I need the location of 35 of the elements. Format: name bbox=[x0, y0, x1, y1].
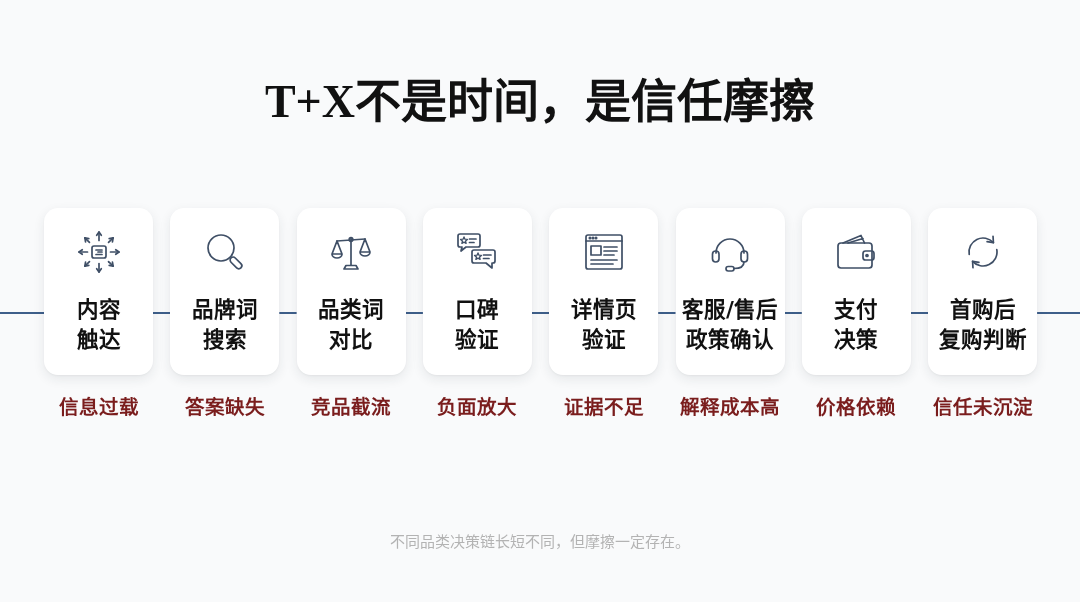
friction-label: 答案缺失 bbox=[184, 396, 265, 420]
step-label: 详情页验证 bbox=[570, 296, 637, 354]
step-card bbox=[422, 208, 532, 375]
friction-label: 信息过载 bbox=[58, 396, 139, 420]
friction-label: 竞品截流 bbox=[311, 396, 392, 420]
step-card bbox=[928, 208, 1038, 375]
connector-line bbox=[0, 312, 45, 314]
step-card bbox=[801, 208, 911, 375]
step-card bbox=[170, 208, 280, 375]
friction-label: 价格依赖 bbox=[816, 396, 897, 420]
connector-line bbox=[909, 312, 930, 314]
title: T+X不是时间，是信任摩擦 bbox=[264, 75, 816, 129]
friction-label: 证据不足 bbox=[563, 396, 644, 420]
step-label: 支付决策 bbox=[834, 296, 879, 354]
step-card bbox=[549, 208, 659, 375]
connector-line bbox=[404, 312, 424, 314]
step-label: 品类词对比 bbox=[318, 296, 385, 354]
connector-line bbox=[530, 312, 551, 314]
step-label: 内容触达 bbox=[76, 296, 121, 354]
connector-line bbox=[657, 312, 677, 314]
connector-line bbox=[1036, 312, 1080, 314]
step-card bbox=[675, 208, 785, 375]
step-label: 品牌词搜索 bbox=[191, 296, 258, 354]
step-label: 口碑验证 bbox=[455, 296, 500, 354]
caption: 不同品类决策链长短不同，但摩擦一定存在。 bbox=[390, 532, 690, 552]
step-card bbox=[296, 208, 406, 375]
step-card bbox=[44, 208, 153, 375]
connector-line bbox=[783, 312, 803, 314]
step-label: 客服/售后政策确认 bbox=[682, 296, 778, 354]
friction-label: 解释成本高 bbox=[680, 396, 780, 420]
friction-label: 信任未沉淀 bbox=[932, 396, 1033, 420]
friction-label: 负面放大 bbox=[437, 396, 518, 420]
step-label: 首购后复购判断 bbox=[938, 296, 1027, 354]
connector-line bbox=[278, 312, 298, 314]
connector-line bbox=[152, 312, 172, 314]
